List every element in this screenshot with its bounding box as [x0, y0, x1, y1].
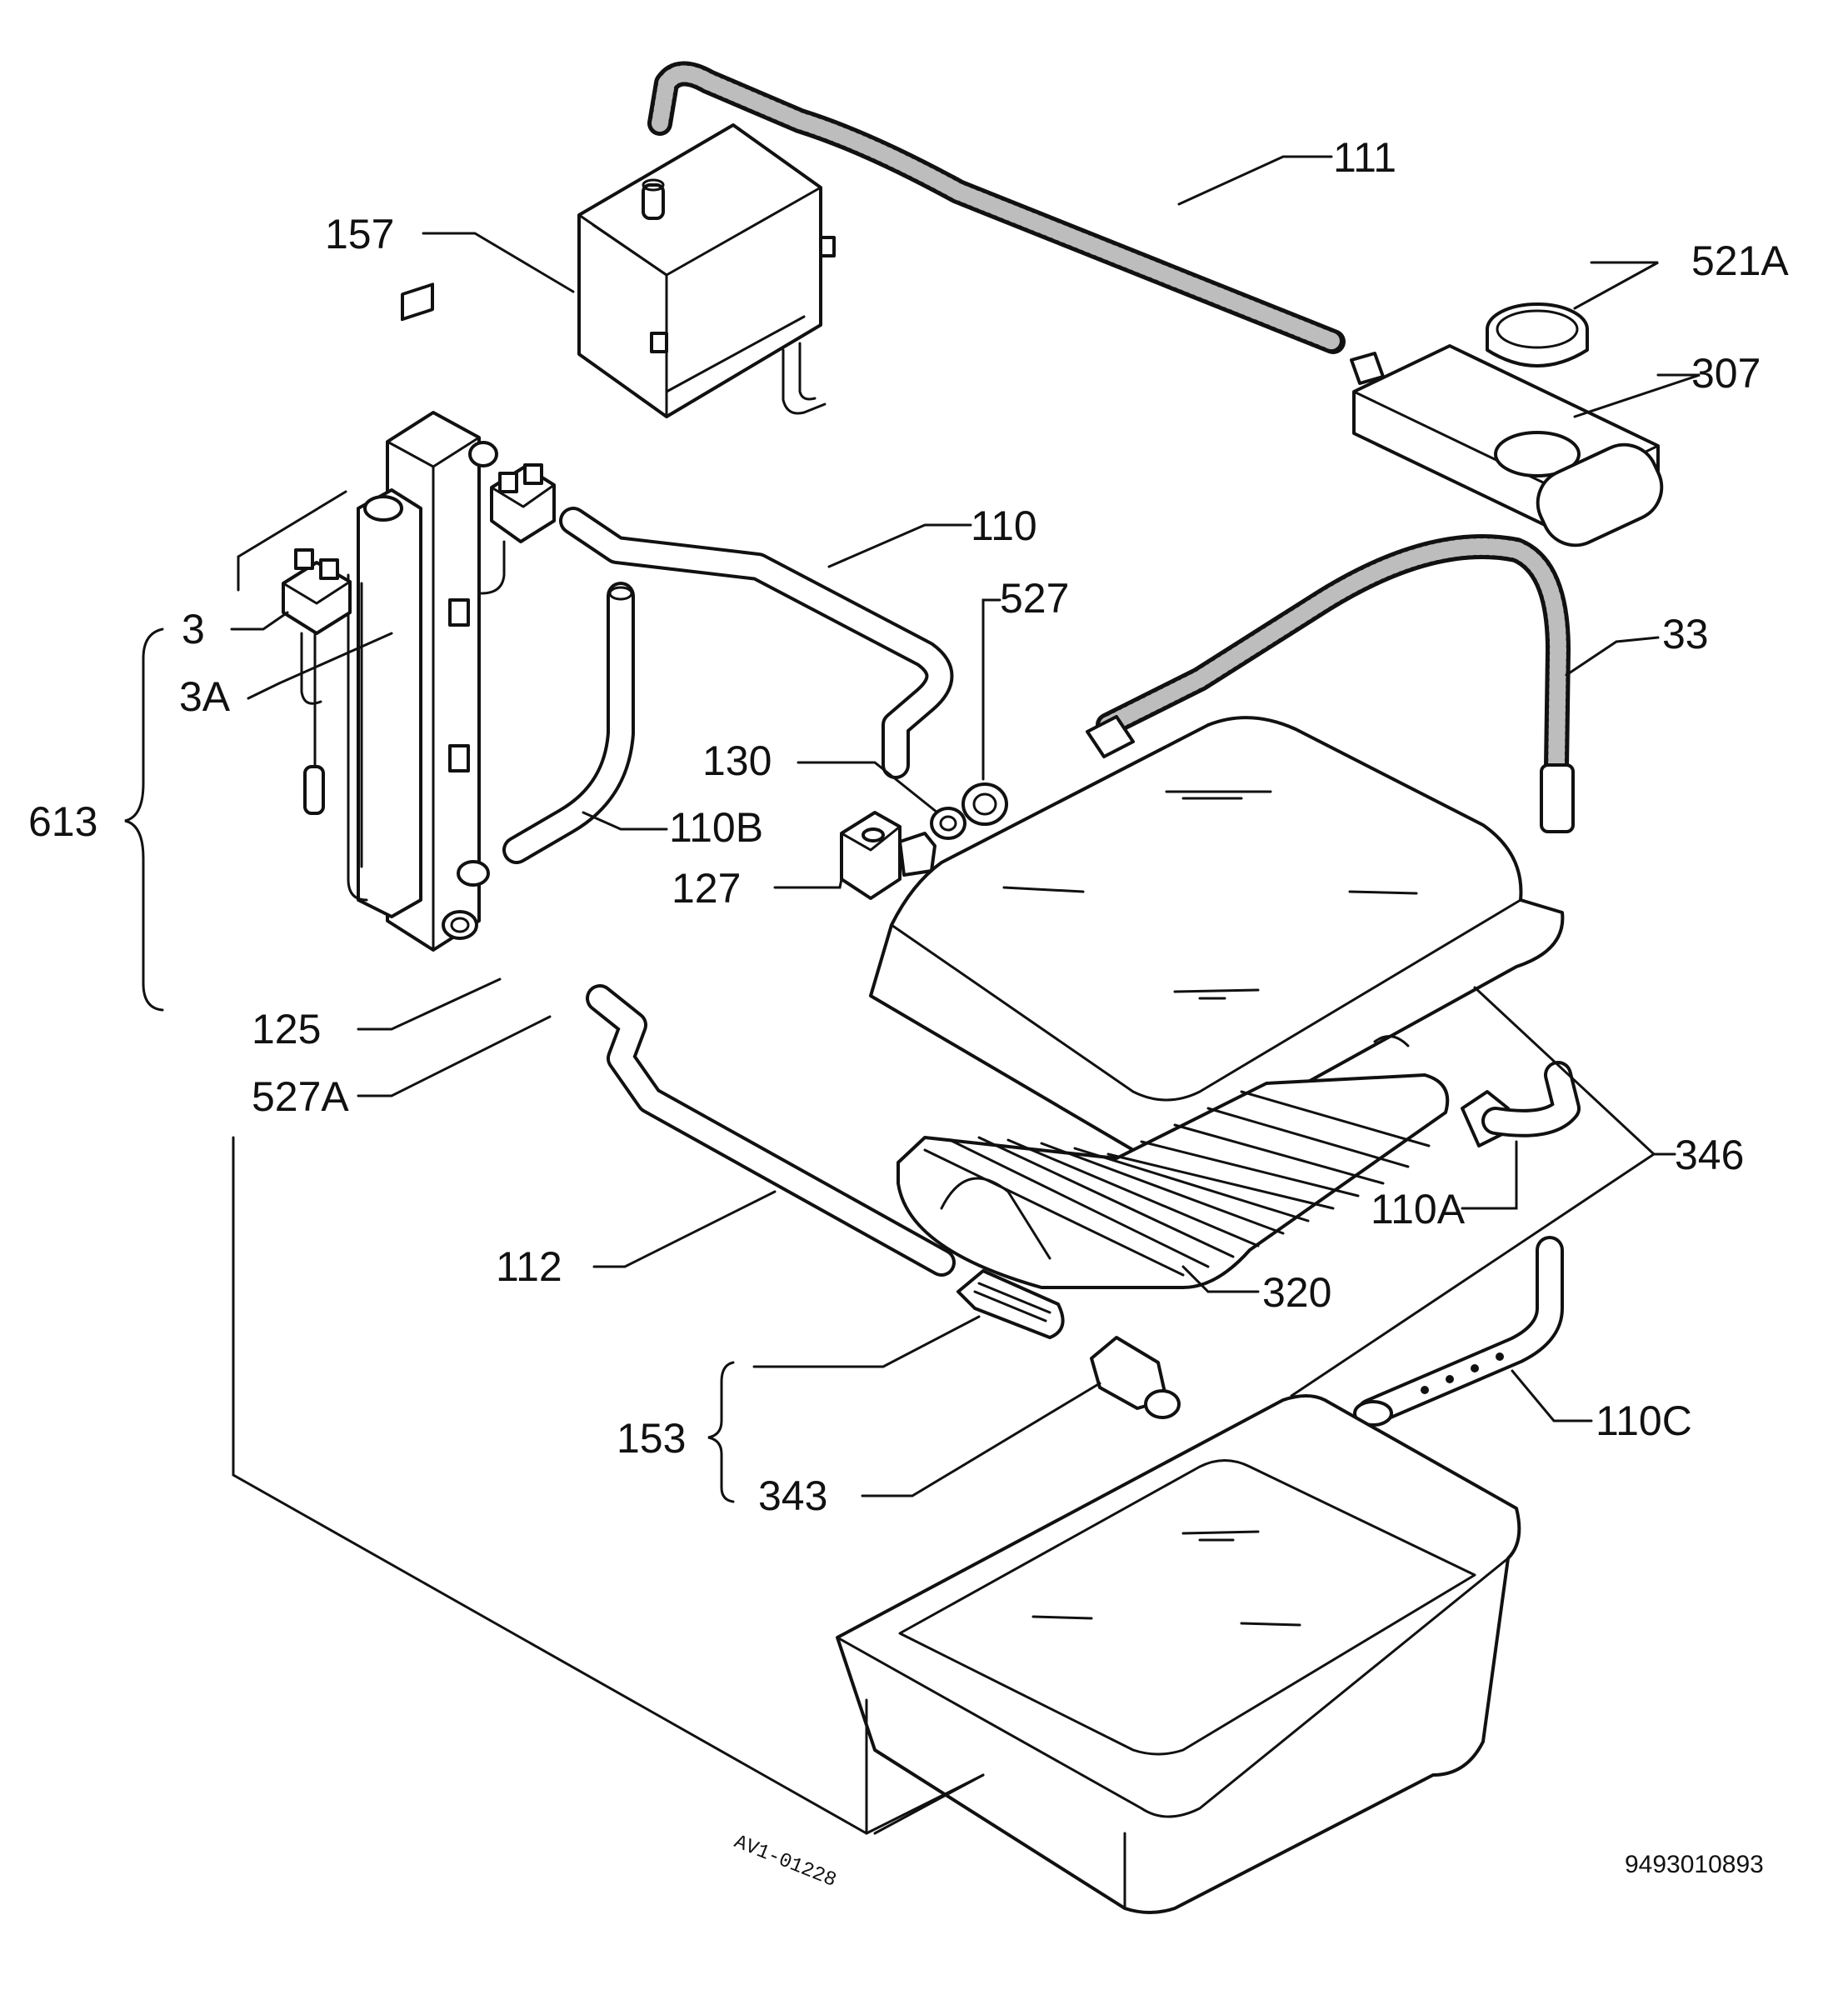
label-33: 33 — [1662, 611, 1709, 658]
label-307: 307 — [1691, 350, 1761, 397]
label-111: 111 — [1333, 134, 1396, 181]
part-527-nut — [961, 782, 1008, 826]
part-33-hose — [1086, 534, 1575, 833]
part-307-connector — [1350, 344, 1664, 548]
part-153-connector — [956, 1269, 1065, 1339]
part-3-switch — [237, 490, 352, 815]
part-110A-pipe — [1461, 1061, 1581, 1148]
label-153: 153 — [617, 1415, 686, 1462]
part-111-hose — [647, 61, 1346, 354]
label-130: 130 — [702, 738, 772, 784]
part-346-lid — [869, 716, 1565, 1157]
label-127: 127 — [672, 865, 741, 912]
part-110B-pipe — [502, 582, 635, 864]
label-343: 343 — [758, 1472, 827, 1519]
label-110: 110 — [971, 502, 1037, 549]
drip-tray — [836, 1394, 1521, 1914]
part-110-pipe — [559, 507, 954, 779]
part-112-pipe — [586, 984, 956, 1277]
label-527A: 527A — [252, 1073, 349, 1120]
label-110C: 110C — [1596, 1398, 1692, 1444]
drawing-code: AV1-01228 — [731, 1831, 839, 1892]
label-125: 125 — [252, 1006, 321, 1052]
label-157: 157 — [325, 211, 394, 258]
part-labels: 111 157 521A 307 110 527 33 3 3A 613 130… — [28, 134, 1789, 1519]
label-521A: 521A — [1691, 238, 1789, 284]
part-110C-pipe — [1353, 1236, 1564, 1427]
label-320: 320 — [1262, 1269, 1331, 1316]
label-112: 112 — [496, 1243, 562, 1290]
leader-lines — [230, 155, 1701, 1835]
label-613: 613 — [28, 798, 97, 845]
brace-153 — [707, 1361, 735, 1503]
label-3: 3 — [182, 606, 205, 652]
part-320-grid — [897, 1073, 1450, 1289]
part-157-box — [577, 123, 836, 418]
part-130-washer — [930, 807, 966, 840]
part-3A-switch — [480, 463, 556, 595]
label-110B: 110B — [669, 804, 763, 851]
document-number: 9493010893 — [1625, 1851, 1764, 1878]
label-3A: 3A — [179, 673, 231, 720]
part-521A-cap — [1486, 302, 1589, 368]
label-110A: 110A — [1371, 1186, 1466, 1232]
brace-613 — [124, 628, 164, 1012]
part-613-heater-assembly — [347, 282, 498, 952]
part-343-valve — [1090, 1336, 1181, 1419]
label-346: 346 — [1675, 1132, 1744, 1178]
label-527: 527 — [1000, 575, 1069, 622]
